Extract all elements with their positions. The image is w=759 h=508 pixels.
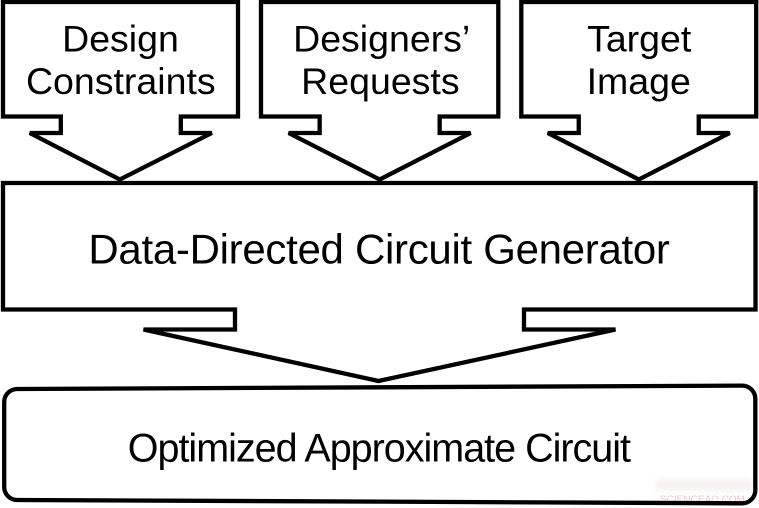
svg-text:Design: Design <box>62 18 179 60</box>
svg-text:Image: Image <box>587 60 691 102</box>
svg-text:Optimized Approximate Circuit: Optimized Approximate Circuit <box>128 427 631 471</box>
svg-text:Designers’: Designers’ <box>293 18 470 60</box>
svg-text:Target: Target <box>587 18 692 60</box>
svg-text:Constraints: Constraints <box>26 60 216 102</box>
svg-text:SCIENCEAQ.COM: SCIENCEAQ.COM <box>660 495 745 506</box>
svg-text:Requests: Requests <box>301 60 459 102</box>
svg-text:Data-Directed Circuit Generato: Data-Directed Circuit Generator <box>88 225 670 272</box>
